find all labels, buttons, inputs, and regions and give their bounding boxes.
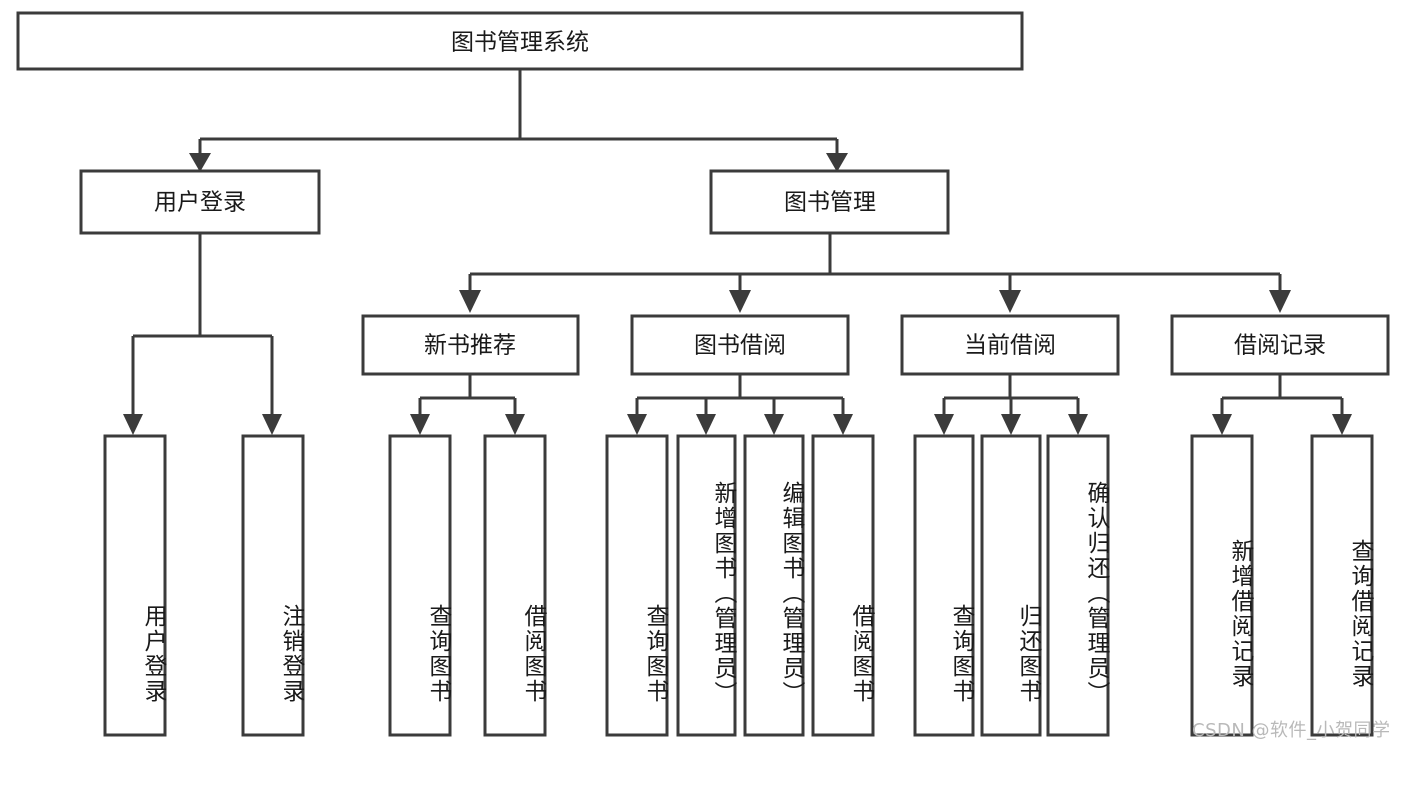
- node-new-book-rec-label: 新书推荐: [424, 333, 516, 359]
- node-new-book-rec[interactable]: 新书推荐: [361, 314, 580, 376]
- connector-book-borrow-trunk: [635, 374, 845, 417]
- connector-user-login-trunk: [131, 233, 274, 417]
- node-leaf-query-book-cb-box[interactable]: [913, 434, 975, 737]
- arrow-leaf-query-record: [1332, 414, 1352, 435]
- node-leaf-borrow-book-rec-box[interactable]: [483, 434, 547, 737]
- node-borrow-record-box[interactable]: [1170, 314, 1390, 376]
- node-book-mgmt[interactable]: 图书管理: [709, 169, 950, 235]
- node-root[interactable]: 图书管理系统: [16, 11, 1024, 71]
- connector-book-mgmt-trunk: [468, 233, 1282, 292]
- node-borrow-record-label: 借阅记录: [1234, 333, 1326, 359]
- node-leaf-borrow-book-bb-box[interactable]: [811, 434, 875, 737]
- hierarchy-svg: 图书管理系统 用户登录 图书管理 新书推荐 图书借阅 当前借阅 借阅记录: [16, 11, 1390, 737]
- connector-new-book-rec-trunk: [418, 374, 517, 417]
- node-user-login-label: 用户登录: [154, 190, 246, 216]
- arrow-leaf-confirm-return: [1068, 414, 1088, 435]
- node-leaf-query-book-bb-box[interactable]: [605, 434, 669, 737]
- node-user-login[interactable]: 用户登录: [79, 169, 321, 235]
- arrow-leaf-user-login: [123, 414, 143, 435]
- arrow-user-login: [189, 153, 211, 172]
- arrow-book-mgmt: [826, 153, 848, 172]
- arrow-leaf-query-book-cb: [934, 414, 954, 435]
- node-current-borrow[interactable]: 当前借阅: [900, 314, 1120, 376]
- node-leaf-confirm-return-box[interactable]: [1046, 434, 1110, 737]
- node-leaf-add-book-box[interactable]: [676, 434, 737, 737]
- node-root-box[interactable]: [16, 11, 1024, 71]
- arrow-borrow-record: [1269, 290, 1291, 313]
- arrow-leaf-logout: [262, 414, 282, 435]
- node-user-login-box[interactable]: [79, 169, 321, 235]
- leaf-box-layer: [103, 434, 1374, 737]
- node-leaf-query-book-rec-box[interactable]: [388, 434, 452, 737]
- csdn-watermark: CSDN @软件_小贺同学: [1192, 720, 1391, 741]
- arrow-leaf-query-book-bb: [627, 414, 647, 435]
- node-leaf-return-book-box[interactable]: [980, 434, 1042, 737]
- node-book-mgmt-box[interactable]: [709, 169, 950, 235]
- node-leaf-query-record-box[interactable]: [1310, 434, 1374, 737]
- arrow-leaf-borrow-book-bb: [833, 414, 853, 435]
- arrow-leaf-edit-book: [764, 414, 784, 435]
- node-book-borrow-box[interactable]: [630, 314, 850, 376]
- node-leaf-logout-box[interactable]: [241, 434, 305, 737]
- connector-layer: [123, 69, 1352, 435]
- arrow-book-borrow: [729, 290, 751, 313]
- arrow-leaf-borrow-book-rec: [505, 414, 525, 435]
- connector-root-trunk: [198, 69, 839, 155]
- connector-current-borrow-trunk: [942, 374, 1080, 417]
- node-leaf-add-record-box[interactable]: [1190, 434, 1254, 737]
- node-new-book-rec-box[interactable]: [361, 314, 580, 376]
- node-book-mgmt-label: 图书管理: [784, 190, 876, 216]
- node-book-borrow-label: 图书借阅: [694, 333, 786, 359]
- node-leaf-user-login-box[interactable]: [103, 434, 167, 737]
- arrow-current-borrow: [999, 290, 1021, 313]
- node-borrow-record[interactable]: 借阅记录: [1170, 314, 1390, 376]
- arrow-leaf-add-record: [1212, 414, 1232, 435]
- arrow-leaf-return-book: [1001, 414, 1021, 435]
- arrow-leaf-query-book-rec: [410, 414, 430, 435]
- node-leaf-edit-book-box[interactable]: [743, 434, 805, 737]
- connector-borrow-record-trunk: [1220, 374, 1344, 417]
- node-root-label: 图书管理系统: [451, 30, 589, 56]
- diagram-canvas: 图书管理系统 用户登录 图书管理 新书推荐 图书借阅 当前借阅 借阅记录: [16, 11, 1391, 741]
- arrow-leaf-add-book: [696, 414, 716, 435]
- arrow-new-book-rec: [459, 290, 481, 313]
- node-book-borrow[interactable]: 图书借阅: [630, 314, 850, 376]
- node-current-borrow-box[interactable]: [900, 314, 1120, 376]
- node-current-borrow-label: 当前借阅: [964, 333, 1056, 359]
